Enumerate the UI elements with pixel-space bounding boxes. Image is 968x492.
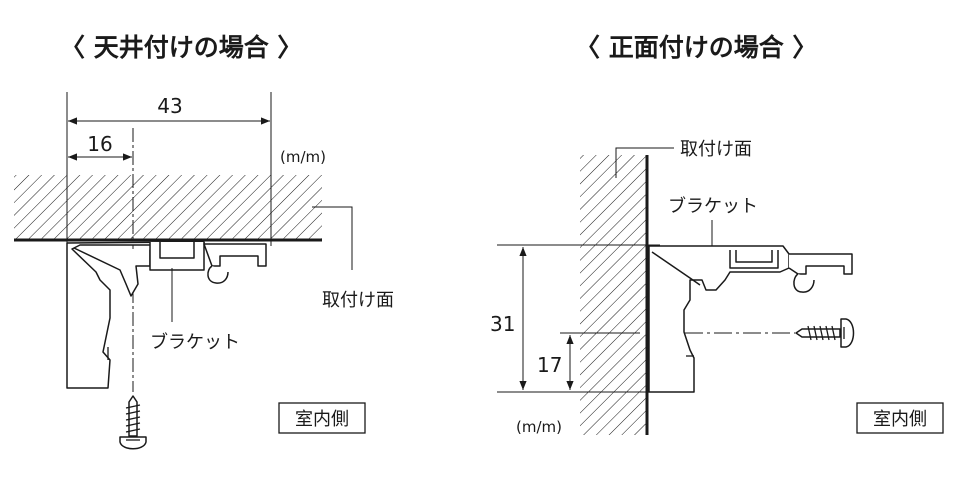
wall-hatch [580, 155, 646, 435]
ceiling-bracket-label: ブラケット [150, 331, 240, 353]
front-surface-label: 取付け面 [680, 139, 752, 160]
dimension-31: 31 [490, 312, 515, 336]
front-indoor-box [856, 402, 944, 434]
front-screw-icon [795, 318, 855, 348]
dimension-43: 43 [157, 94, 182, 118]
ceiling-hatch [14, 175, 322, 239]
unit-label: (m/m) [280, 148, 326, 166]
ceiling-bracket [66, 241, 267, 389]
dimension-16: 16 [87, 132, 112, 156]
front-mount-panel: 〈 正面付けの場合 〉 取付け面 ブラケット 31 17 (m/m) [490, 33, 944, 436]
front-bracket [648, 245, 853, 393]
ceiling-indoor-label: 室内側 [295, 409, 349, 430]
ceiling-indoor-box [278, 402, 366, 434]
ceiling-mount-title: 〈 天井付けの場合 〉 [60, 33, 302, 62]
ceiling-surface-label: 取付け面 [322, 290, 394, 311]
dimension-17: 17 [537, 353, 562, 377]
front-bracket-label: ブラケット [668, 195, 758, 217]
front-mount-title: 〈 正面付けの場合 〉 [575, 33, 817, 62]
ceiling-surface-leader [312, 206, 353, 270]
front-unit-label: (m/m) [516, 418, 562, 436]
front-indoor-label: 室内側 [873, 409, 927, 430]
ceiling-screw-icon [119, 395, 147, 450]
front-surface-leader [615, 147, 674, 178]
ceiling-mount-panel: 〈 天井付けの場合 〉 43 16 (m/m) 取付け面 ブラケッ [14, 33, 394, 450]
